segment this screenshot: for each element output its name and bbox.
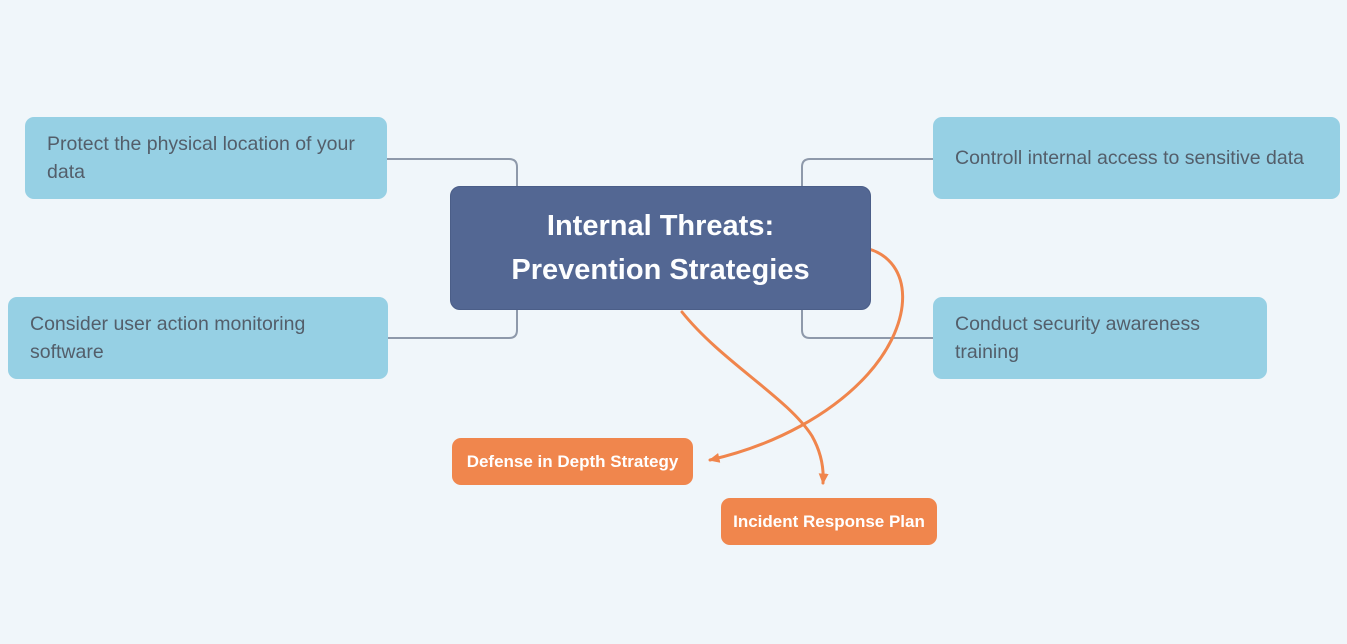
branch-label: Conduct security awareness training (955, 313, 1200, 363)
branch-label: Controll internal access to sensitive da… (955, 147, 1305, 169)
arrow-to-defense-strategy (708, 247, 905, 463)
branch-label: Protect the physical location of your da… (47, 133, 355, 183)
callout-node-incident-response[interactable]: Incident Response Plan (721, 498, 937, 545)
callout-label: Defense in Depth Strategy (466, 451, 679, 471)
branch-label: Consider user action monitoring software (30, 313, 306, 363)
branch-node-user-action-monitoring[interactable]: Consider user action monitoring software (8, 297, 388, 379)
branch-node-protect-physical-location[interactable]: Protect the physical location of your da… (25, 117, 387, 199)
callout-node-defense-in-depth[interactable]: Defense in Depth Strategy (452, 438, 693, 485)
central-topic-node[interactable]: Internal Threats: Prevention Strategies (450, 186, 871, 310)
connector-bottom-left (388, 308, 518, 339)
branch-node-control-internal-access[interactable]: Controll internal access to sensitive da… (933, 117, 1340, 199)
central-topic-label: Internal Threats: Prevention Strategies (511, 210, 810, 286)
connector-bottom-right (801, 308, 933, 339)
connector-top-right (801, 158, 933, 188)
branch-node-security-awareness-training[interactable]: Conduct security awareness training (933, 297, 1267, 379)
arrow-to-incident-plan (680, 310, 829, 485)
callout-label: Incident Response Plan (733, 511, 925, 531)
connector-top-left (387, 158, 518, 188)
